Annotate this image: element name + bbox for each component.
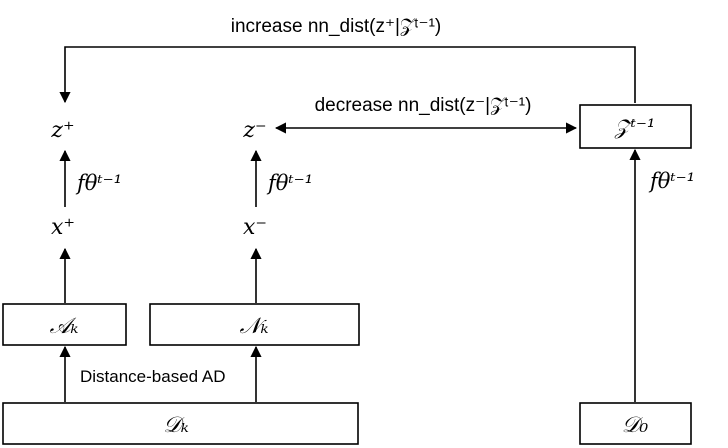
f-theta-right: fθᵗ⁻¹ — [648, 169, 695, 193]
N-k-box — [149, 303, 360, 346]
distance-ad-label: Distance-based AD — [80, 367, 226, 386]
A-k-label: 𝒜ₖ — [50, 314, 79, 339]
D-0-box — [579, 402, 692, 445]
N-k-label: 𝒩ₖ — [239, 314, 268, 339]
z-minus-label: z⁻ — [242, 118, 266, 143]
decrease-label: decrease nn_dist(z⁻|𝒵ᵗ⁻¹) — [315, 95, 532, 116]
D-k-label: 𝒟ₖ — [163, 413, 189, 438]
D-k-box — [2, 402, 359, 445]
A-k-box — [2, 303, 127, 346]
z-plus-label: z⁺ — [50, 118, 74, 143]
feedback-arrow-increase — [59, 46, 636, 104]
x-minus-label: x⁻ — [243, 215, 267, 240]
f-theta-middle: fθᵗ⁻¹ — [266, 171, 313, 195]
increase-label: increase nn_dist(z⁺|𝒵ᵗ⁻¹) — [231, 16, 441, 37]
D-0-label: 𝒟₀ — [622, 413, 649, 438]
z-prev-box — [579, 104, 692, 149]
f-theta-left: fθᵗ⁻¹ — [75, 171, 122, 195]
z-prev-label: 𝒵ᵗ⁻¹ — [614, 115, 656, 139]
x-plus-label: x⁺ — [51, 215, 75, 240]
